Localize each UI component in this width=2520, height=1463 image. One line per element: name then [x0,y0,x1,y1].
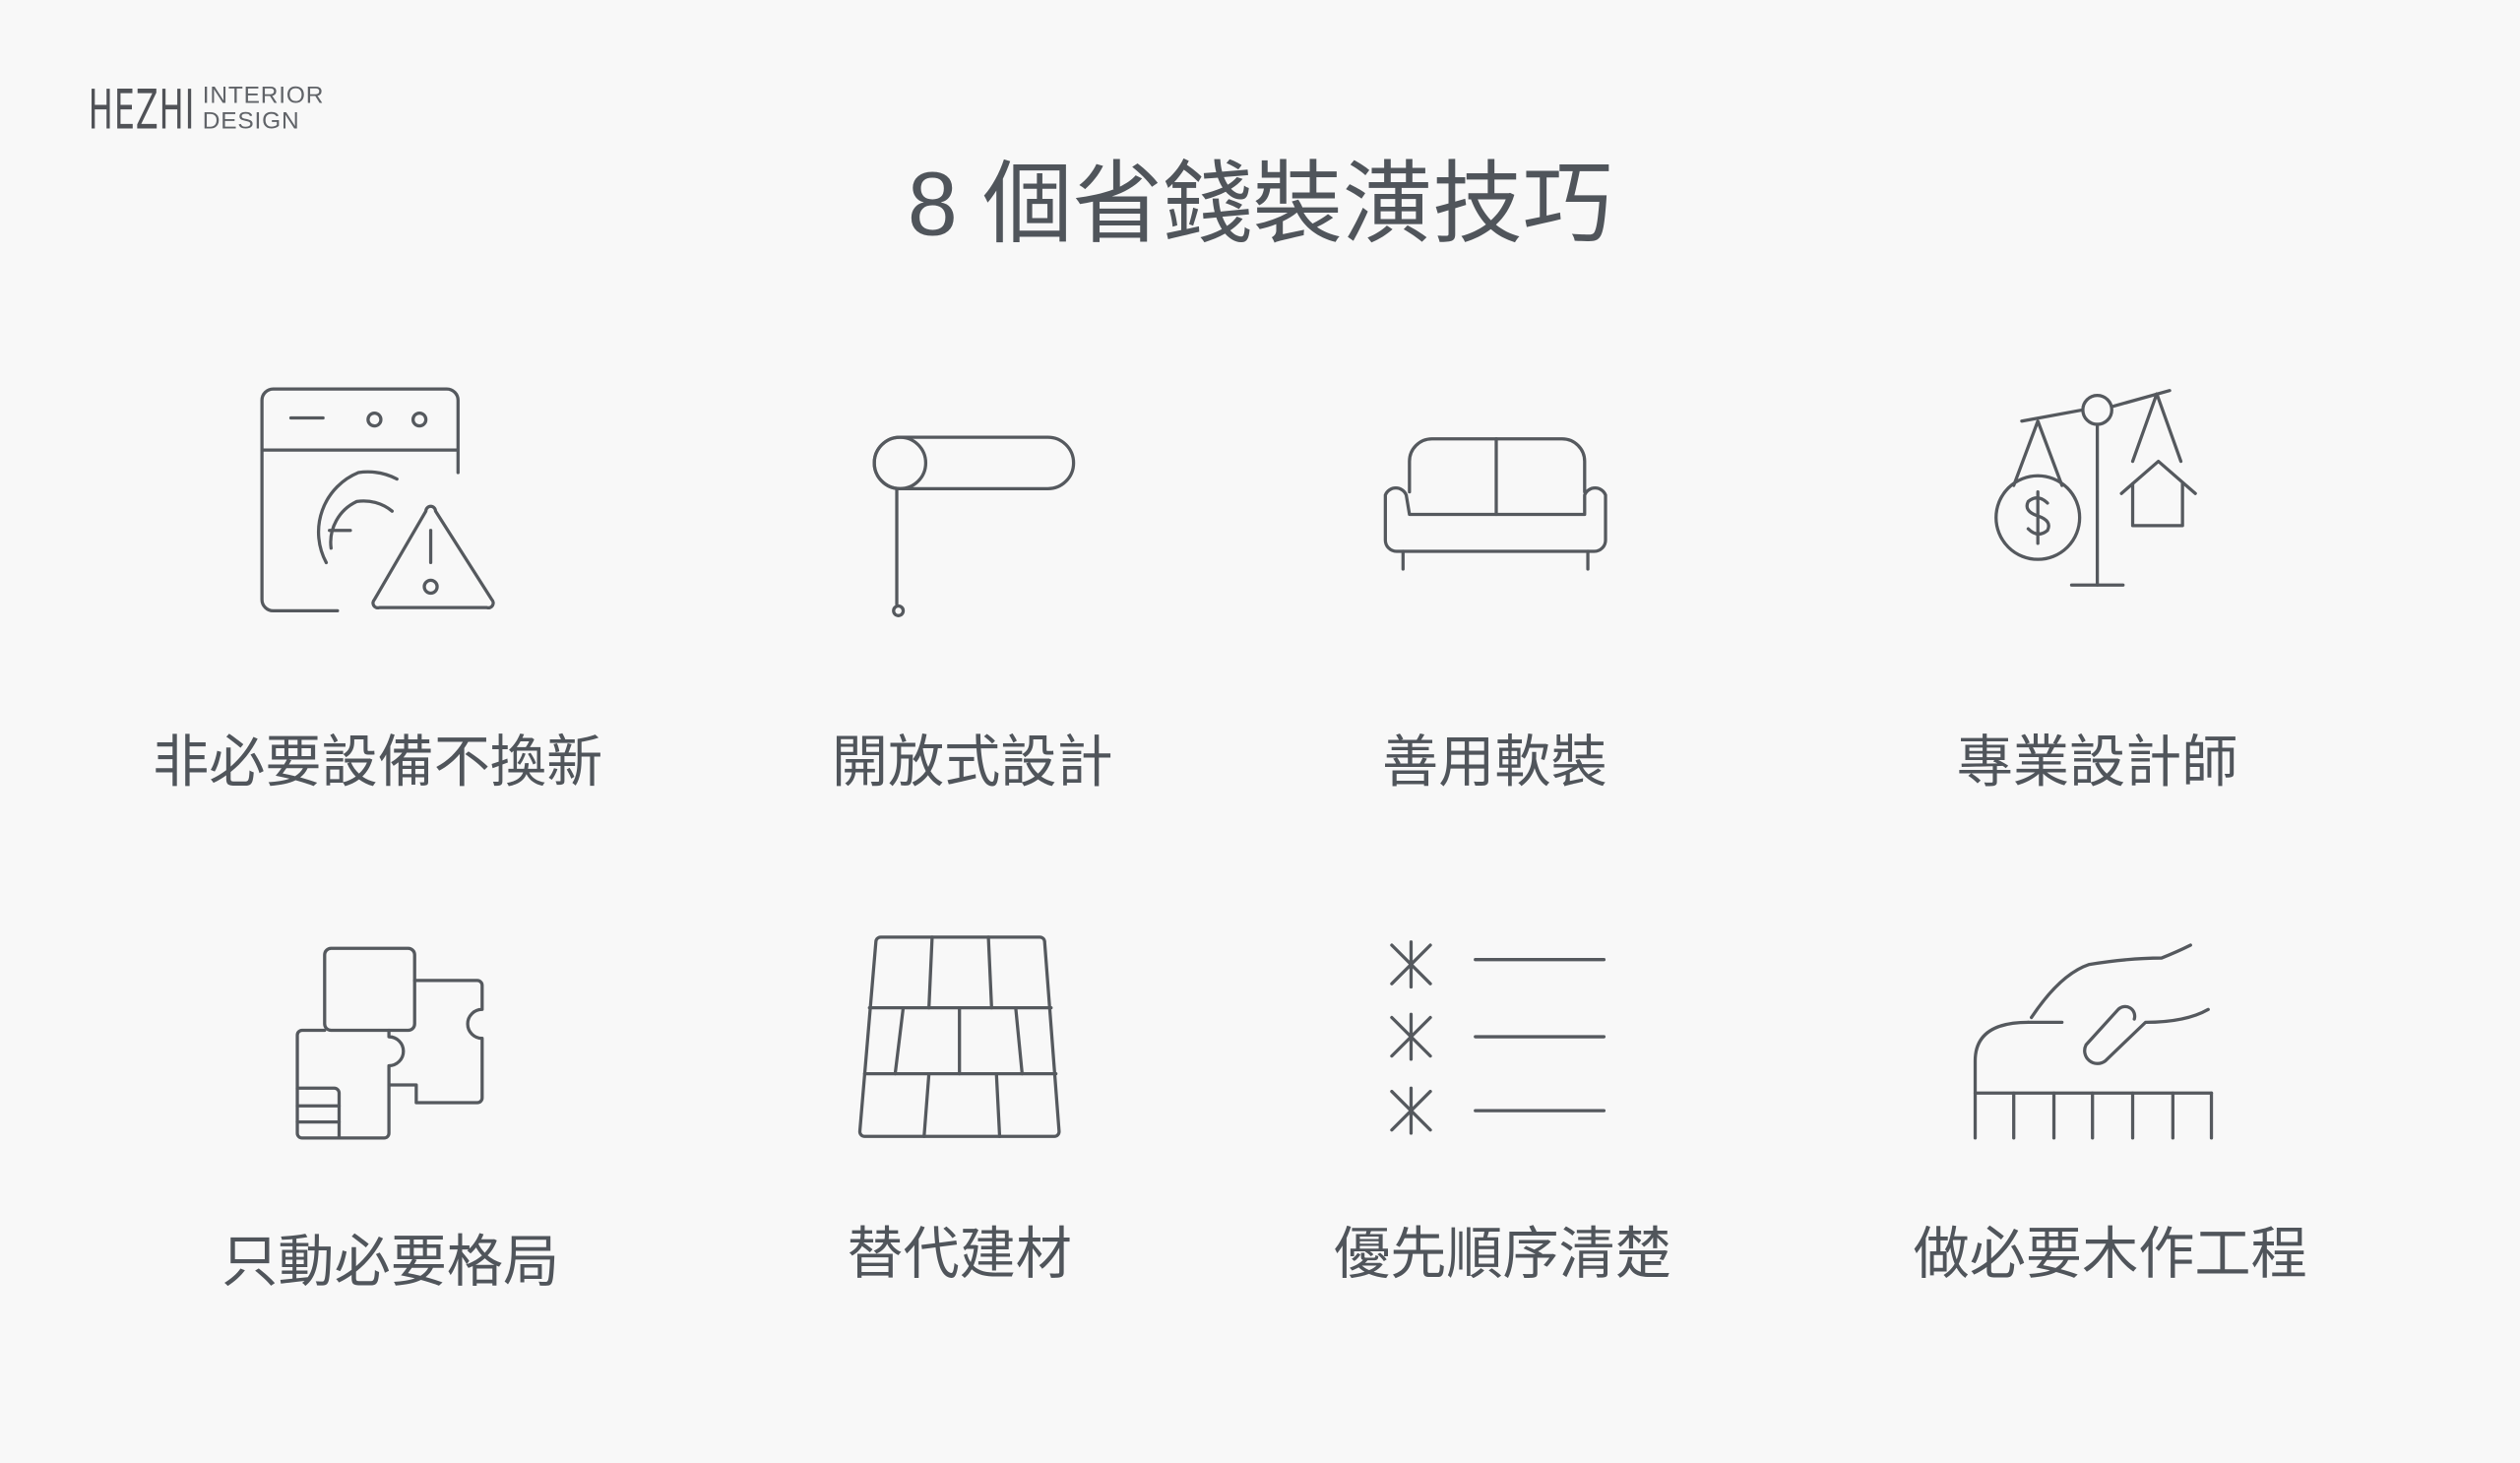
priority-list-icon [1390,940,1606,1135]
hand-on-mattress-icon [1973,943,2214,1140]
brand-line-2: DESIGN [202,107,300,136]
tip-label-5: 只動必要格局 [221,1231,560,1295]
roller-blind-icon [872,435,1076,617]
balance-scale-icon [1994,389,2197,587]
tip-label-3: 善用軟裝 [1382,731,1607,795]
floor-tiles-icon [857,935,1061,1138]
brand-logo: HEZHI [88,78,196,144]
tip-label-6: 替代建材 [847,1223,1072,1287]
page-title: 8 個省錢裝潢技巧 [907,153,1613,254]
tip-label-2: 開放式設計 [831,731,1113,795]
tip-label-7: 優先順序清楚 [1334,1223,1671,1287]
sofa-icon [1383,437,1607,571]
washing-machine-warning-icon [260,387,495,613]
tip-label-8: 做必要木作工程 [1913,1223,2307,1287]
tip-label-4: 專業設計師 [1956,731,2238,795]
tip-label-1: 非必要設備不換新 [153,731,603,795]
brand-line-1: INTERIOR [202,82,325,110]
floor-plan-puzzle-icon [295,946,484,1140]
